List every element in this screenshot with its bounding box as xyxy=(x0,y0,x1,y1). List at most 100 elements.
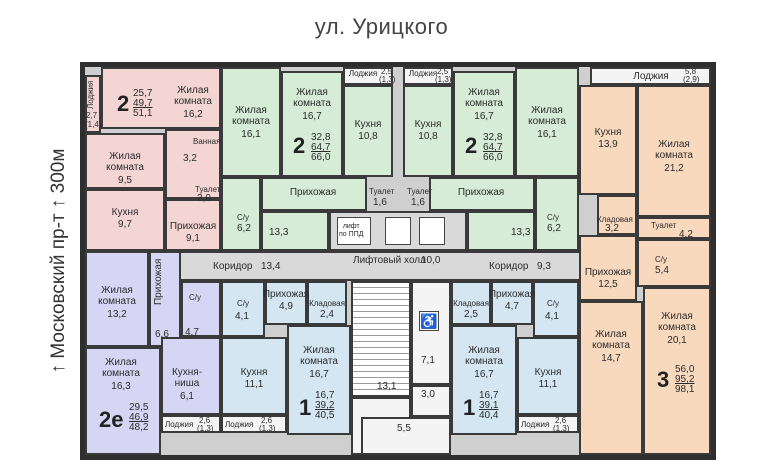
apt4-hall-area: 12,5 xyxy=(598,279,618,290)
apt3-living2-label: Жилая комната xyxy=(465,87,503,109)
elevator-label: лифт по ППД xyxy=(339,223,364,238)
apt7-living-label: Жилая комната xyxy=(465,345,503,367)
apt4-living3-label: Жилая комната xyxy=(658,311,696,333)
apt2-vestibule xyxy=(261,211,329,251)
apt7-living-area: 16,7 xyxy=(474,369,494,380)
apt2-living1-area: 16,1 xyxy=(241,129,261,140)
apt5-living2-label: Жилая комната xyxy=(102,357,140,379)
apt5-area-living: 29,5 xyxy=(129,402,149,413)
apt2-living-room-1 xyxy=(221,67,281,177)
apt3-kitchen-area: 10,8 xyxy=(418,131,438,142)
apt7-hall xyxy=(491,281,533,325)
apt5-area-full: 48,2 xyxy=(129,422,149,433)
elevator-3 xyxy=(419,217,445,245)
apt3-living2-area: 16,7 xyxy=(474,111,494,122)
corridor-left-area: 13,4 xyxy=(261,261,281,272)
apt6-loggia xyxy=(221,415,287,433)
apt1-bath-area: 3,2 xyxy=(183,153,197,164)
apt2-su-label: С/у xyxy=(237,213,249,222)
apt5-room-count: 2е xyxy=(99,407,124,432)
apt1-area-total: 49,7 xyxy=(133,98,153,109)
apt1-living-room-1 xyxy=(101,67,221,129)
apt5-hall-area: 6,6 xyxy=(155,329,169,340)
apt5-area-total: 46,9 xyxy=(129,412,149,423)
apt7-living-room xyxy=(451,325,517,435)
apt1-kitchen-area: 9,7 xyxy=(118,219,132,230)
apt6-kitchen-label: Кухня xyxy=(240,367,268,378)
apt7-area-total: 39,1 xyxy=(479,400,499,411)
apt6-pantry-area: 2,4 xyxy=(320,309,334,320)
apt6-areas: 16,7 39,2 40,5 xyxy=(315,391,334,421)
apt7-kitchen-label: Кухня xyxy=(534,367,562,378)
wheelchair-icon: ♿ xyxy=(419,311,439,331)
apt6-su-area: 4,1 xyxy=(235,311,249,322)
apt6-pantry xyxy=(307,281,347,325)
corridor-left-label: Коридор xyxy=(213,261,253,272)
apt5-bathroom xyxy=(181,281,221,337)
apt6-loggia-reduced: (1,3) xyxy=(259,424,276,433)
apt7-area-full: 40,4 xyxy=(479,410,499,421)
apt7-loggia-reduced: (1,3) xyxy=(553,424,570,433)
apt6-area-total: 39,2 xyxy=(315,400,335,411)
apt2-kitchen-label: Кухня xyxy=(354,119,382,130)
elevator-1 xyxy=(337,217,371,245)
apt3-vestibule xyxy=(467,211,535,251)
apt4-living1-label: Жилая комната xyxy=(655,139,693,161)
apt7-su-area: 4,1 xyxy=(545,311,559,322)
apt4-kitchen xyxy=(579,85,637,195)
street-name: ул. Урицкого xyxy=(314,14,449,39)
direction-text: ↑ Московский пр-т ↑ 300м xyxy=(48,148,69,374)
apt3-room-count: 2 xyxy=(465,133,478,158)
apt3-loggia-label: Лоджия xyxy=(408,69,438,78)
apt2-kitchen-area: 10,8 xyxy=(358,131,378,142)
apt3-area-full: 66,0 xyxy=(483,152,503,163)
apt1-living2-area: 9,5 xyxy=(118,175,132,186)
apt7-area-living: 16,7 xyxy=(479,390,499,401)
apt3-living-room-1 xyxy=(515,67,579,177)
apt5-su-label: С/у xyxy=(189,293,201,302)
apt2-hall xyxy=(261,177,367,211)
entry xyxy=(361,417,451,455)
apt4-toilet xyxy=(637,217,711,239)
apt6-living-area: 16,7 xyxy=(309,369,329,380)
apt7-hall-area: 4,7 xyxy=(505,301,519,312)
apt4-bathroom xyxy=(637,239,711,287)
apt2-hall-label: Прихожая xyxy=(289,187,337,198)
apt2-living-room-2 xyxy=(281,71,343,177)
apt6-loggia-label: Лоджия xyxy=(225,420,254,429)
apt4-room-count: 3 xyxy=(657,367,670,392)
tambour-area: 3,0 xyxy=(421,389,435,400)
apt4-kitchen-area: 13,9 xyxy=(598,139,618,150)
apt4-pantry xyxy=(597,195,637,235)
apt3-area-living: 32,8 xyxy=(483,132,503,143)
apt6-area-living: 16,7 xyxy=(315,390,335,401)
apt4-wc-label: Туалет xyxy=(651,221,677,230)
apt2-living2-area: 16,7 xyxy=(302,111,322,122)
apt3-hall-label: Прихожая xyxy=(457,187,505,198)
apt6-pantry-label: Кладовая xyxy=(309,299,345,308)
apt5-niche-area: 6,1 xyxy=(180,391,194,402)
lift-hall-area: 10,0 xyxy=(421,255,441,266)
apt3-hall-area: 13,3 xyxy=(511,227,531,238)
apt3-living1-label: Жилая комната xyxy=(528,105,566,127)
apt6-hall xyxy=(265,281,307,325)
apt7-pantry-area: 2,5 xyxy=(464,309,478,320)
apt1-wc-label: Туалет xyxy=(195,185,221,194)
apt7-pantry xyxy=(451,281,491,325)
apt4-su-label: С/у xyxy=(655,255,667,264)
apt7-loggia xyxy=(517,415,579,433)
apt2-area-full: 66,0 xyxy=(311,152,331,163)
apt1-room-count: 2 xyxy=(117,91,130,116)
apt1-hall-area: 9,1 xyxy=(186,233,200,244)
apt2-loggia-reduced: (1,3) xyxy=(379,75,396,84)
apt1-area-full: 51,1 xyxy=(133,108,153,119)
apt2-hall-area: 13,3 xyxy=(269,227,289,238)
apt3-living1-area: 16,1 xyxy=(537,129,557,140)
apt3-kitchen-label: Кухня xyxy=(414,119,442,130)
apt5-su-area: 4,7 xyxy=(185,327,199,338)
apt4-living2-label: Жилая комната xyxy=(592,329,630,351)
apt2-wc-label: Туалет xyxy=(369,187,395,196)
corridor-right-area: 9,3 xyxy=(537,261,551,272)
apt4-living3-area: 20,1 xyxy=(667,335,687,346)
apt5-living1-area: 13,2 xyxy=(107,309,127,320)
